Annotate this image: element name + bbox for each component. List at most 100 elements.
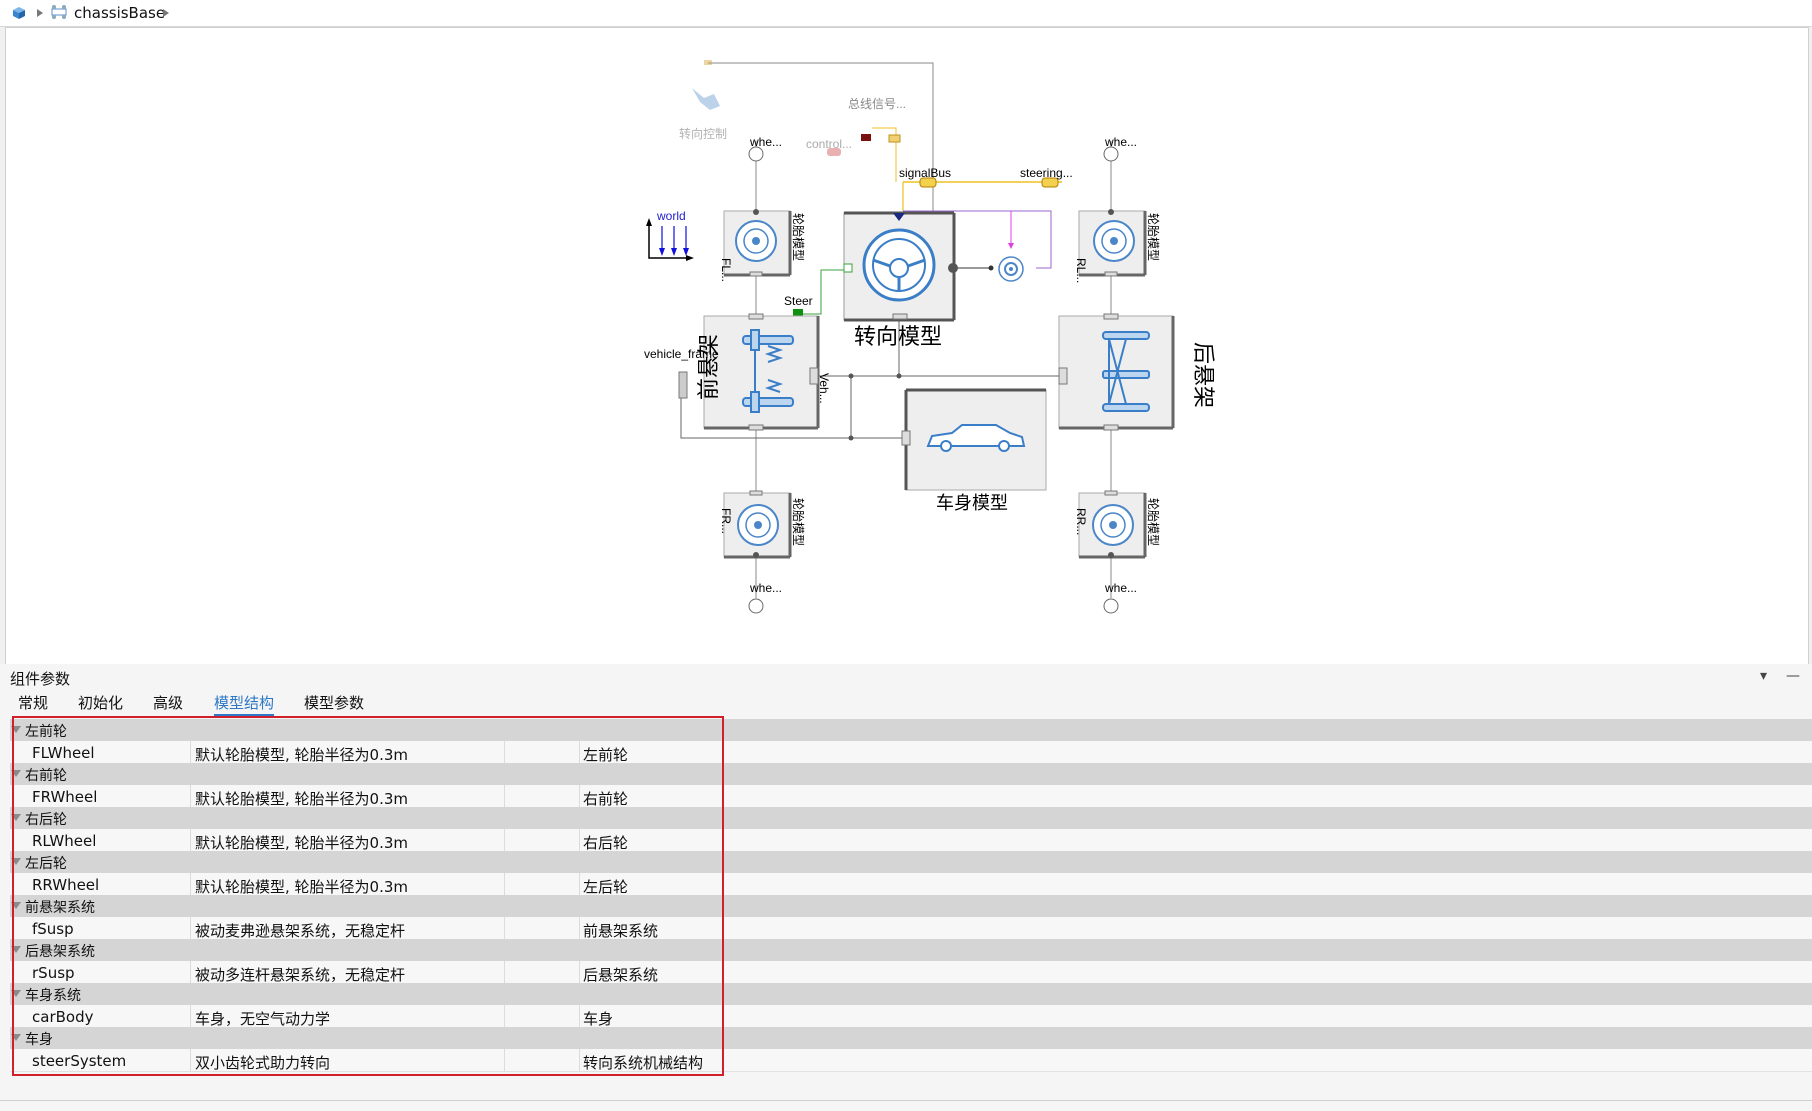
group-label: 右前轮 bbox=[25, 768, 67, 784]
car-body-block[interactable]: 车身模型 bbox=[901, 388, 1047, 513]
front-susp-label: 前悬架 bbox=[696, 334, 721, 400]
table-row[interactable]: rSusp 被动多连杆悬架系统，无稳定杆 后悬架系统 bbox=[10, 961, 1812, 984]
component-name: steerSystem bbox=[32, 1052, 127, 1070]
component-comment: 右前轮 bbox=[583, 790, 629, 808]
front-suspension-block[interactable]: Steer 前悬架 vehicle_frame Veh... bbox=[644, 294, 831, 431]
chevron-right-icon[interactable] bbox=[162, 8, 170, 18]
group-label: 车身 bbox=[25, 1032, 53, 1048]
bus-signal-label: 总线信号... bbox=[848, 97, 906, 111]
component-name: carBody bbox=[32, 1008, 94, 1026]
tab-general[interactable]: 常规 bbox=[18, 694, 49, 712]
chevron-right-icon[interactable] bbox=[36, 8, 44, 18]
component-comment: 转向系统机械结构 bbox=[583, 1054, 704, 1072]
steering-label: steering... bbox=[1020, 166, 1073, 180]
steer-port-label: Steer bbox=[784, 294, 813, 308]
whe-fl-label: whe... bbox=[749, 135, 782, 149]
component-comment: 右后轮 bbox=[583, 834, 629, 852]
group-row[interactable]: 右前轮 bbox=[10, 763, 1812, 785]
group-label: 左前轮 bbox=[25, 724, 67, 740]
wheel-fl-block[interactable]: whe... FL... 轮胎模型 bbox=[719, 135, 805, 282]
component-name: fSusp bbox=[32, 920, 74, 938]
breadcrumb-model-name[interactable]: chassisBase bbox=[74, 4, 166, 22]
wheel-rl-block[interactable]: whe... RL... 轮胎模型 bbox=[1074, 135, 1160, 283]
component-description: 车身，无空气动力学 bbox=[195, 1010, 331, 1028]
whe-rr-label: whe... bbox=[1104, 581, 1137, 595]
diagram-canvas[interactable]: 转向控制 总线信号... control... signalBus steeri… bbox=[5, 27, 1809, 665]
component-comment: 左前轮 bbox=[583, 746, 629, 764]
component-name: rSusp bbox=[32, 964, 75, 982]
steer-model-label: 转向模型 bbox=[854, 324, 942, 349]
component-name: RRWheel bbox=[32, 876, 100, 894]
highlight-box bbox=[12, 716, 724, 1076]
tab-model-structure[interactable]: 模型结构 bbox=[214, 692, 275, 716]
veh-port-label: Veh... bbox=[817, 373, 831, 404]
component-name: FLWheel bbox=[32, 744, 95, 762]
tab-init[interactable]: 初始化 bbox=[78, 694, 124, 712]
steer-model-block[interactable]: 转向模型 bbox=[843, 211, 958, 349]
tire-model-rr-label: 轮胎模型 bbox=[1146, 498, 1160, 546]
rr-name-label: RR... bbox=[1074, 508, 1088, 535]
tire-model-fl-label: 轮胎模型 bbox=[791, 213, 805, 261]
collapse-triangle-icon[interactable] bbox=[11, 1034, 21, 1041]
component-description: 默认轮胎模型, 轮胎半径为0.3m bbox=[195, 834, 409, 852]
component-description: 默认轮胎模型, 轮胎半径为0.3m bbox=[195, 746, 409, 764]
wheel-rr-block[interactable]: RR... 轮胎模型 whe... bbox=[1074, 490, 1160, 614]
component-comment: 后悬架系统 bbox=[583, 966, 659, 984]
component-description: 被动多连杆悬架系统，无稳定杆 bbox=[195, 966, 406, 984]
rl-name-label: RL... bbox=[1074, 258, 1088, 283]
tab-advanced[interactable]: 高级 bbox=[153, 694, 184, 712]
group-label: 左后轮 bbox=[25, 856, 67, 872]
collapse-triangle-icon[interactable] bbox=[11, 814, 21, 821]
bottom-divider bbox=[0, 1100, 1812, 1101]
collapse-triangle-icon[interactable] bbox=[11, 858, 21, 865]
group-row[interactable]: 车身系统 bbox=[10, 983, 1812, 1005]
group-row[interactable]: 左前轮 bbox=[10, 719, 1812, 741]
component-comment: 左后轮 bbox=[583, 878, 629, 896]
rear-suspension-block[interactable]: 后悬架 bbox=[1058, 313, 1216, 431]
wheel-fr-block[interactable]: FR... 轮胎模型 whe... bbox=[719, 490, 805, 614]
component-comment: 前悬架系统 bbox=[583, 922, 659, 940]
steer-control-label: 转向控制 bbox=[679, 126, 727, 141]
group-label: 车身系统 bbox=[25, 988, 81, 1004]
component-name: FRWheel bbox=[32, 788, 98, 806]
fr-name-label: FR... bbox=[719, 508, 733, 534]
component-description: 双小齿轮式助力转向 bbox=[195, 1054, 331, 1072]
panel-menu-icon[interactable]: ▾ bbox=[1760, 668, 1768, 684]
world-block[interactable]: world bbox=[646, 209, 694, 261]
component-description: 默认轮胎模型, 轮胎半径为0.3m bbox=[195, 790, 409, 808]
steer-control-block[interactable]: 转向控制 bbox=[679, 60, 727, 141]
tire-model-fr-label: 轮胎模型 bbox=[791, 498, 805, 546]
table-row[interactable]: steerSystem 双小齿轮式助力转向 转向系统机械结构 bbox=[10, 1049, 1812, 1072]
table-row[interactable]: FLWheel 默认轮胎模型, 轮胎半径为0.3m 左前轮 bbox=[10, 741, 1812, 764]
component-name: RLWheel bbox=[32, 832, 97, 850]
rear-susp-label: 后悬架 bbox=[1191, 342, 1216, 408]
whe-fr-label: whe... bbox=[749, 581, 782, 595]
collapse-triangle-icon[interactable] bbox=[11, 770, 21, 777]
vehicle-frame-label: vehicle_frame bbox=[644, 347, 719, 361]
group-row[interactable]: 右后轮 bbox=[10, 807, 1812, 829]
collapse-triangle-icon[interactable] bbox=[11, 902, 21, 909]
whe-rl-label: whe... bbox=[1104, 135, 1137, 149]
control-label: control... bbox=[806, 137, 852, 151]
signal-bus-label: signalBus bbox=[899, 166, 951, 180]
collapse-triangle-icon[interactable] bbox=[11, 726, 21, 733]
group-row[interactable]: 左后轮 bbox=[10, 851, 1812, 873]
collapse-triangle-icon[interactable] bbox=[11, 990, 21, 997]
signal-bus-connector[interactable] bbox=[919, 177, 937, 188]
tab-model-params[interactable]: 模型参数 bbox=[304, 694, 365, 712]
component-description: 默认轮胎模型, 轮胎半径为0.3m bbox=[195, 878, 409, 896]
steer-sensor-icon[interactable] bbox=[988, 243, 1024, 282]
group-row[interactable]: 车身 bbox=[10, 1027, 1812, 1049]
group-row[interactable]: 后悬架系统 bbox=[10, 939, 1812, 961]
fl-name-label: FL... bbox=[719, 258, 733, 282]
collapse-triangle-icon[interactable] bbox=[11, 946, 21, 953]
group-row[interactable]: 前悬架系统 bbox=[10, 895, 1812, 917]
connection-lines bbox=[680, 62, 1112, 598]
steering-connector[interactable] bbox=[1041, 177, 1059, 188]
model-cube-icon[interactable] bbox=[12, 6, 26, 20]
panel-title: 组件参数 bbox=[10, 670, 71, 688]
minimize-icon[interactable]: — bbox=[1786, 668, 1800, 684]
table-row[interactable]: RLWheel 默认轮胎模型, 轮胎半径为0.3m 右后轮 bbox=[10, 829, 1812, 852]
bus-signal-block[interactable]: 总线信号... control... bbox=[806, 97, 906, 156]
component-description: 被动麦弗逊悬架系统，无稳定杆 bbox=[195, 922, 406, 940]
